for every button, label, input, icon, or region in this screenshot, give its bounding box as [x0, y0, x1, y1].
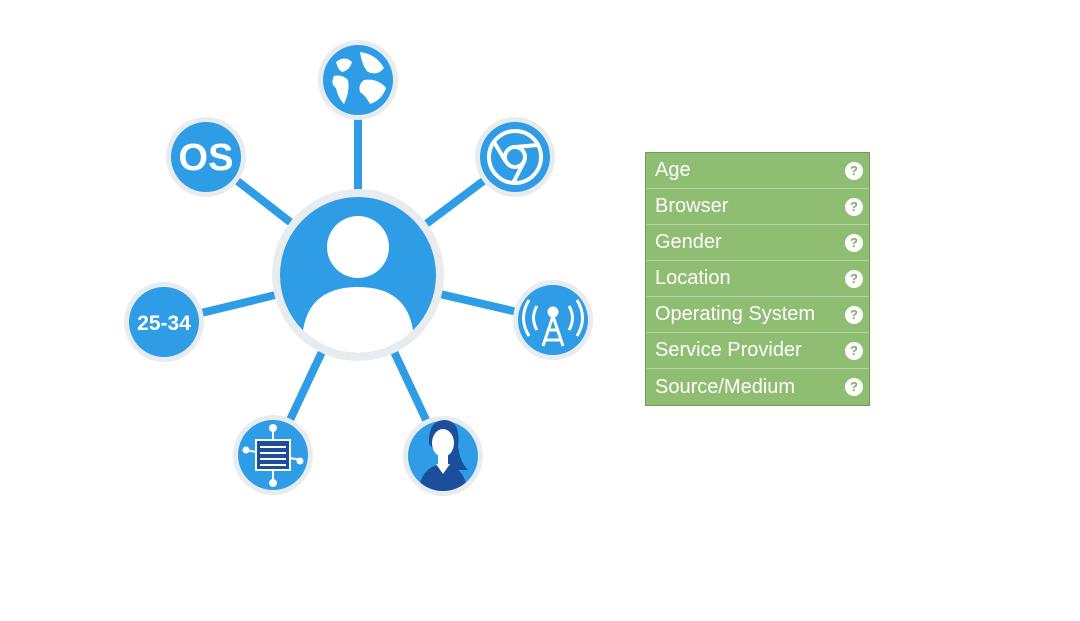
dimension-label: Browser	[655, 195, 729, 217]
help-icon[interactable]: ?	[845, 270, 863, 288]
help-icon[interactable]: ?	[845, 162, 863, 180]
os-node: OS	[166, 117, 246, 197]
device-node	[233, 415, 313, 495]
dimension-label: Gender	[655, 231, 722, 253]
dimension-row-gender[interactable]: Gender ?	[646, 225, 869, 261]
chrome-browser-icon	[487, 129, 543, 185]
dimension-row-age[interactable]: Age ?	[646, 153, 869, 189]
help-icon[interactable]: ?	[845, 378, 863, 396]
globe-node	[318, 40, 398, 120]
dimension-row-location[interactable]: Location ?	[646, 261, 869, 297]
dimension-label: Location	[655, 267, 731, 289]
dimension-row-service-provider[interactable]: Service Provider ?	[646, 333, 869, 369]
hub-user-node	[272, 189, 444, 361]
woman-icon	[418, 420, 468, 491]
radio-tower-icon	[522, 299, 584, 347]
gender-node	[403, 416, 483, 496]
help-icon[interactable]: ?	[845, 342, 863, 360]
dimension-row-source-medium[interactable]: Source/Medium ?	[646, 369, 869, 405]
dimension-label: Service Provider	[655, 339, 802, 361]
dimension-label: Age	[655, 159, 691, 181]
dimensions-list: Age ? Browser ? Gender ? Location ? Oper…	[645, 152, 870, 406]
help-icon[interactable]: ?	[845, 306, 863, 324]
help-icon[interactable]: ?	[845, 234, 863, 252]
dimension-label: Source/Medium	[655, 375, 796, 398]
user-profile-icon	[302, 216, 414, 353]
dimension-row-operating-system[interactable]: Operating System ?	[646, 297, 869, 333]
dimension-row-browser[interactable]: Browser ?	[646, 189, 869, 225]
signal-node	[513, 280, 593, 360]
browser-node	[475, 117, 555, 197]
circuit-chip-icon	[242, 424, 304, 487]
globe-icon	[332, 52, 386, 104]
age-icon-label: 25-34	[137, 312, 191, 335]
age-node: 25-34	[124, 282, 204, 362]
os-icon-label: OS	[179, 137, 234, 179]
dimension-label: Operating System	[655, 303, 816, 325]
help-icon[interactable]: ?	[845, 198, 863, 216]
